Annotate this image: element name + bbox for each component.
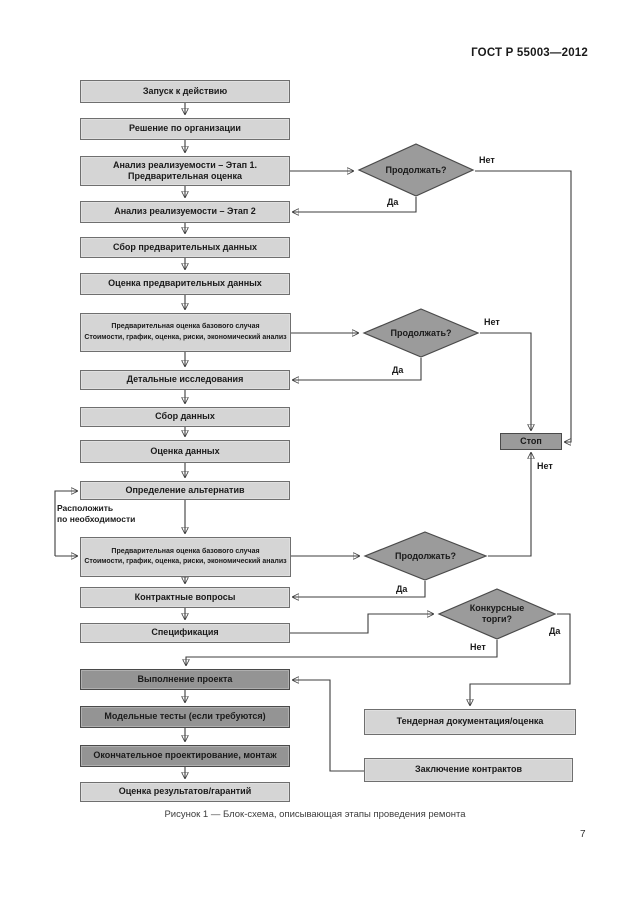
node-base-case-2: Предварительная оценка базового случая С…	[80, 537, 291, 577]
decision-label-line1: Конкурсные	[469, 603, 525, 614]
decision-continue-1: Продолжать?	[357, 143, 475, 197]
decision-label-line2: торги?	[481, 614, 513, 624]
node-label: Спецификация	[151, 627, 219, 638]
decision-continue-3: Продолжать?	[363, 531, 488, 581]
node-collect-data: Сбор данных	[80, 407, 290, 427]
node-start: Запуск к действию	[80, 80, 290, 103]
node-label: Оценка данных	[150, 445, 220, 456]
decision-tender: Конкурсные торги?	[437, 588, 557, 640]
node-label: Анализ реализуемости – Этап 2	[114, 206, 256, 217]
node-detailed-research: Детальные исследования	[80, 370, 290, 390]
node-project-execution: Выполнение проекта	[80, 669, 290, 690]
node-label-line2: Предварительная оценка	[128, 171, 242, 181]
node-label: Контрактные вопросы	[134, 591, 236, 602]
node-contracts-conclusion: Заключение контрактов	[364, 758, 573, 782]
node-label-line1: Предварительная оценка базового случая	[111, 547, 260, 555]
node-label-line2: Стоимости, график, оценка, риски, эконом…	[84, 558, 287, 565]
node-feasibility-stage2: Анализ реализуемости – Этап 2	[80, 201, 290, 223]
node-label: Сбор предварительных данных	[112, 241, 258, 252]
node-label: Выполнение проекта	[137, 673, 233, 684]
node-collect-prelim-data: Сбор предварительных данных	[80, 237, 290, 258]
node-tender-docs: Тендерная документация/оценка	[364, 709, 576, 735]
node-label: Детальные исследования	[126, 374, 244, 385]
decision-label: Продолжать?	[385, 164, 447, 175]
node-stop: Стоп	[500, 433, 562, 450]
node-label: Сбор данных	[155, 411, 215, 422]
page-number: 7	[580, 829, 586, 840]
figure-caption: Рисунок 1 — Блок-схема, описывающая этап…	[164, 809, 466, 820]
node-label: Заключение контрактов	[414, 764, 523, 775]
node-label: Запуск к действию	[142, 85, 228, 96]
decision-label: Продолжать?	[390, 327, 452, 338]
node-eval-data: Оценка данных	[80, 440, 290, 463]
node-final-design: Окончательное проектирование, монтаж	[80, 745, 290, 767]
decision-label: Продолжать?	[395, 550, 456, 561]
node-results-evaluation: Оценка результатов/гарантий	[80, 782, 290, 802]
node-specification: Спецификация	[80, 623, 290, 643]
node-label-line1: Анализ реализуемости – Этап 1.	[112, 159, 258, 170]
node-label: Определение альтернатив	[125, 484, 245, 495]
decision-continue-2: Продолжать?	[362, 308, 480, 358]
edge-label-no-1: Нет	[479, 155, 495, 165]
node-feasibility-stage1: Анализ реализуемости – Этап 1. Предварит…	[80, 156, 290, 186]
edge-label-yes-2: Да	[392, 365, 404, 375]
node-label: Модельные тесты (если требуются)	[104, 711, 266, 722]
decision-label: Конкурсные торги?	[437, 588, 557, 640]
node-base-case-1: Предварительная оценка базового случая С…	[80, 313, 291, 352]
node-label: Решение по организации	[129, 123, 241, 134]
node-label: Стоп	[520, 435, 542, 446]
node-label: Окончательное проектирование, монтаж	[93, 750, 277, 761]
edge-label-no-4: Нет	[470, 642, 486, 652]
node-contract-questions: Контрактные вопросы	[80, 587, 290, 608]
standard-number: ГОСТ Р 55003—2012	[471, 47, 588, 59]
edge-label-no-3: Нет	[537, 461, 553, 471]
node-label-line2: Стоимости, график, оценка, риски, эконом…	[84, 333, 287, 341]
edge-label-no-2: Нет	[484, 317, 500, 327]
edge-label-yes-4: Да	[549, 626, 561, 636]
node-label: Тендерная документация/оценка	[396, 716, 544, 727]
node-alternatives: Определение альтернатив	[80, 481, 290, 500]
edge-label-yes-3: Да	[396, 584, 408, 594]
node-model-tests: Модельные тесты (если требуются)	[80, 706, 290, 728]
node-org-decision: Решение по организации	[80, 118, 290, 140]
note-arrange-as-needed: Расположить по необходимости	[57, 503, 135, 526]
node-label-line1: Предварительная оценка базового случая	[111, 323, 260, 331]
note-line2: по необходимости	[57, 514, 136, 525]
note-line1: Расположить	[57, 503, 114, 513]
node-eval-prelim-data: Оценка предварительных данных	[80, 273, 290, 295]
node-label: Оценка результатов/гарантий	[118, 786, 252, 797]
edge-label-yes-1: Да	[387, 197, 399, 207]
node-label: Оценка предварительных данных	[108, 278, 262, 289]
